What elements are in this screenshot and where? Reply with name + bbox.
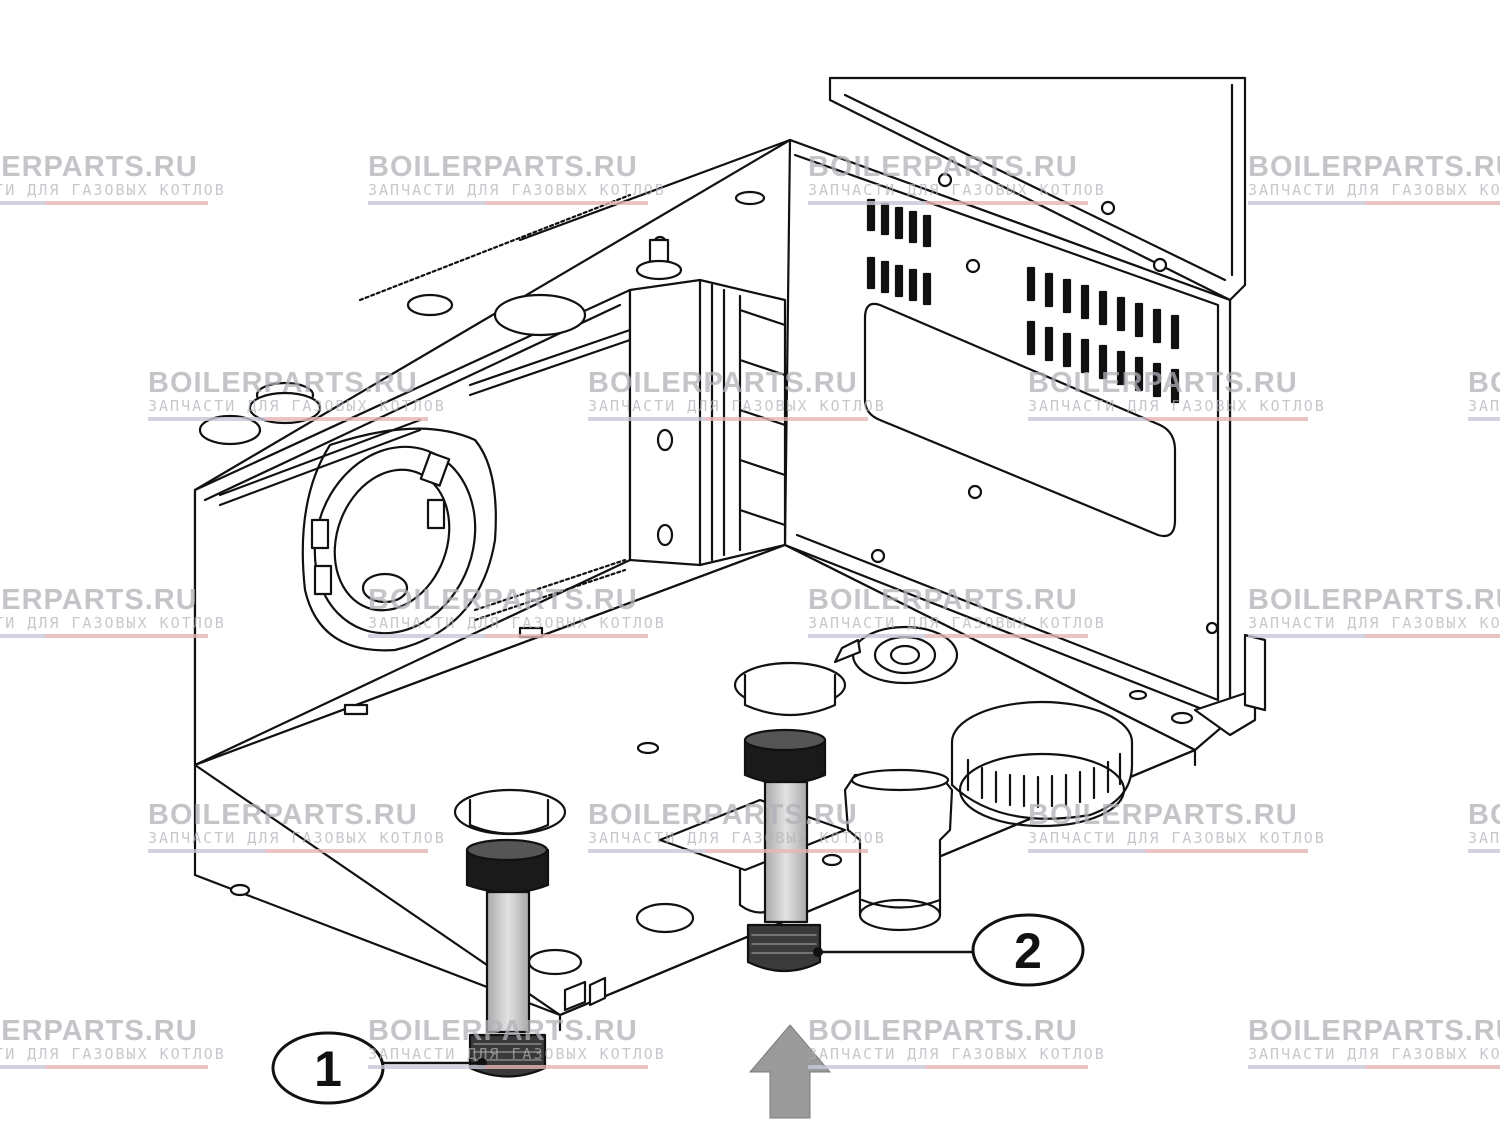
callout-2-dot <box>813 947 823 957</box>
callout-2-bubble <box>971 913 1085 987</box>
threaded-cap <box>950 700 1134 828</box>
pipe-1 <box>465 838 550 1078</box>
hydraulic-block <box>628 278 787 567</box>
top-fittings <box>198 138 792 622</box>
round-outlet <box>301 427 497 652</box>
callout-2-label: 2 <box>1014 923 1042 979</box>
condensate-cup <box>843 768 954 932</box>
callout-1-label: 1 <box>314 1041 342 1097</box>
callout-2: 2 <box>813 913 1085 987</box>
vent-slots <box>866 198 1180 404</box>
callout-1: 1 <box>271 1031 487 1105</box>
pipe-sockets <box>453 661 847 836</box>
direction-arrow <box>748 1024 832 1119</box>
callout-1-dot <box>477 1058 487 1068</box>
